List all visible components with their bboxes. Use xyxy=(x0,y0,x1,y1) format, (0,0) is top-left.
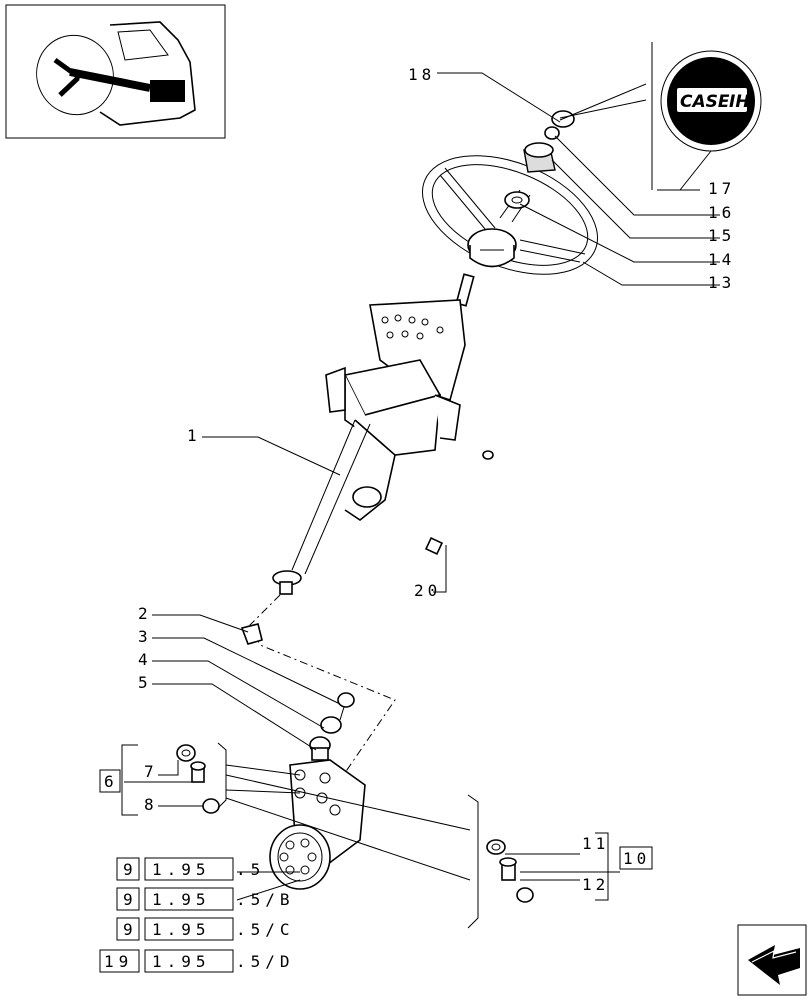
callout-16: 16 xyxy=(708,203,735,222)
ref-1-a: 9 xyxy=(123,860,138,879)
ref-3-b: 1.95 xyxy=(152,920,211,939)
ref-1-c: .5 xyxy=(236,860,265,879)
hub-parts xyxy=(504,110,575,209)
steering-motor xyxy=(269,759,366,890)
ref-3-c: .5/C xyxy=(236,920,295,939)
case-ih-logo: CASE IH xyxy=(660,50,762,152)
callout-10: 10 xyxy=(623,849,650,868)
callout-14: 14 xyxy=(708,250,735,269)
ref-4-b: 1.95 xyxy=(152,952,211,971)
column-console xyxy=(325,299,466,521)
coupler-parts xyxy=(240,623,355,761)
next-page-arrow-icon[interactable] xyxy=(737,924,807,996)
cab-thumbnail-icon[interactable] xyxy=(5,4,226,139)
ref-4-a: 19 xyxy=(104,952,133,971)
callout-6-box[interactable]: 6 xyxy=(99,769,121,793)
callout-1: 1 xyxy=(187,426,201,445)
callout-3: 3 xyxy=(138,627,152,646)
callout-4: 4 xyxy=(138,650,152,669)
logo-mark-text: IH xyxy=(729,92,750,112)
callout-17: 17 xyxy=(708,179,735,198)
ref-2-a: 9 xyxy=(123,890,138,909)
ref-4-c: .5/D xyxy=(236,952,295,971)
callout-6: 6 xyxy=(104,772,118,791)
steering-wheel xyxy=(422,155,598,275)
callout-12: 12 xyxy=(582,875,609,894)
callout-15: 15 xyxy=(708,226,735,245)
reference-row-2[interactable]: 9 1.95 .5/B xyxy=(116,887,295,911)
callout-13: 13 xyxy=(708,273,735,292)
lower-shaft xyxy=(272,419,371,595)
ref-2-b: 1.95 xyxy=(152,890,211,909)
callout-5: 5 xyxy=(138,673,152,692)
callout-18: 18 xyxy=(408,65,435,84)
ref-3-a: 9 xyxy=(123,920,138,939)
gas-strut xyxy=(424,450,494,556)
callout-11: 11 xyxy=(582,834,609,853)
callout-10-box[interactable]: 10 xyxy=(619,846,653,870)
callout-7: 7 xyxy=(144,762,158,781)
reference-row-1[interactable]: 9 1.95 .5 xyxy=(116,857,265,881)
callout-8: 8 xyxy=(144,795,158,814)
fitting-group-left xyxy=(176,744,220,814)
ref-2-c: .5/B xyxy=(236,890,295,909)
reference-row-4[interactable]: 19 1.95 .5/D xyxy=(99,949,295,973)
callout-2: 2 xyxy=(138,604,152,623)
fitting-group-right xyxy=(486,839,534,903)
callout-20: 20 xyxy=(414,581,441,600)
ref-1-b: 1.95 xyxy=(152,860,211,879)
logo-brand-text: CASE xyxy=(680,92,730,112)
reference-row-3[interactable]: 9 1.95 .5/C xyxy=(116,917,295,941)
